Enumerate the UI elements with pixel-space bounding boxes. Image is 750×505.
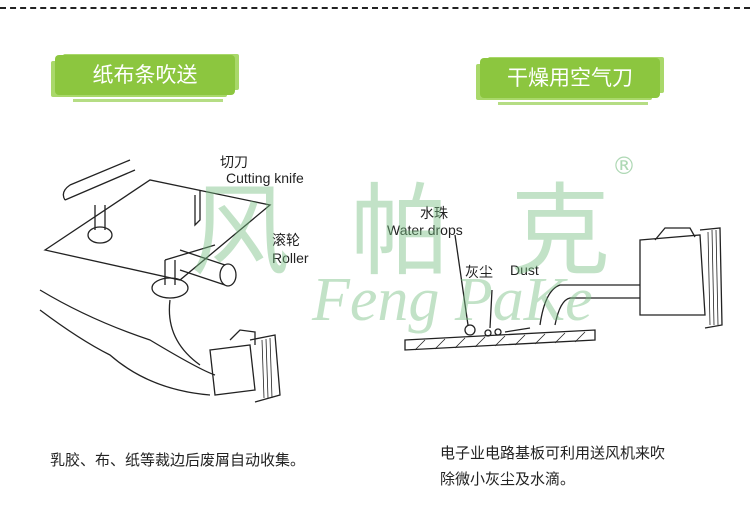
label-roller-cn: 滚轮 (272, 232, 300, 248)
label-knife-en: Cutting knife (226, 170, 304, 186)
label-dust-en: Dust (510, 262, 539, 278)
section-title-paper-strip-blowing: 纸布条吹送 (55, 55, 235, 102)
collection-duct (39, 289, 216, 396)
section-title-air-knife-drying: 干燥用空气刀 (480, 58, 660, 105)
watermark-en: Feng PaKe (312, 266, 593, 334)
dashed-divider (0, 7, 750, 9)
caption-right-line2: 除微小灰尘及水滴。 (440, 470, 576, 488)
blower-fins-left (261, 337, 273, 399)
blower-fins-right (707, 229, 719, 326)
caption-right-line1: 电子业电路基板可利用送风机来吹 (440, 444, 666, 462)
roller-end (219, 263, 237, 287)
label-dust-cn: 灰尘 (465, 264, 493, 280)
water-drop (464, 324, 476, 336)
label-knife-cn: 切刀 (220, 154, 248, 170)
board-hatching (414, 331, 586, 351)
upper-roller (62, 159, 136, 201)
blower-right (639, 227, 723, 329)
dust-particle (484, 329, 492, 337)
dust-particle (494, 328, 502, 336)
blower-left (209, 334, 281, 403)
label-water-cn: 水珠 (420, 205, 448, 221)
pointer-lines (454, 234, 531, 333)
circuit-board (404, 329, 596, 351)
illustration (39, 159, 723, 403)
label-roller-en: Roller (272, 250, 309, 266)
suction-nozzle-right (151, 277, 189, 299)
cutting-knife (194, 190, 201, 227)
blower-motor-left (229, 329, 256, 345)
suction-pipe-left (94, 205, 106, 230)
blower-motor-right (654, 227, 696, 241)
watermark-cn: 风帕克 (190, 173, 670, 290)
registered-mark: ® (612, 152, 636, 180)
left-illustration (39, 159, 281, 403)
right-illustration (404, 227, 723, 351)
material-sheet (43, 179, 272, 281)
air-knife-duct (539, 284, 640, 326)
caption-left: 乳胶、布、纸等裁边后废屑自动收集。 (50, 451, 306, 469)
label-water-en: Water drops (387, 222, 463, 238)
roller (179, 249, 226, 286)
suction-pipe-right (164, 244, 216, 285)
suction-nozzle-left (87, 226, 113, 244)
